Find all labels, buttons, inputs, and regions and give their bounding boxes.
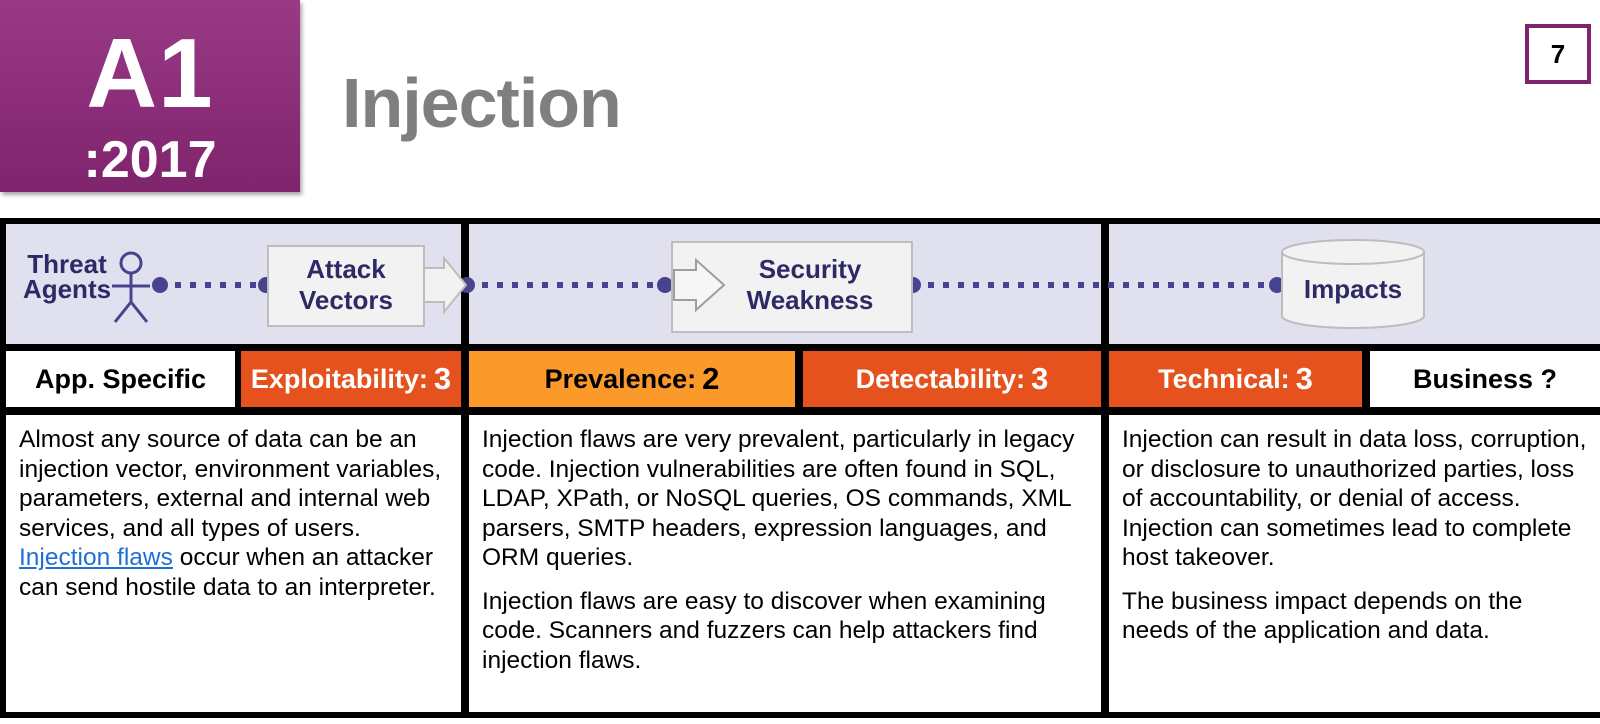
app-specific-label: App. Specific	[34, 363, 207, 394]
technical-cell: Technical:3	[1109, 351, 1362, 407]
prevalence-cell: Prevalence:2	[469, 351, 795, 407]
flow-diagram	[112, 239, 1425, 333]
security-weakness-label: Security Weakness	[728, 254, 892, 316]
app-specific-cell: App. Specific	[6, 351, 235, 407]
prevalence-label: Prevalence:	[544, 363, 697, 394]
threat-agents-line-2: Agents	[22, 274, 112, 304]
desc-col3-para-2: The business impact depends on the needs…	[1122, 587, 1523, 645]
injection-flaws-link[interactable]: Injection flaws	[19, 544, 173, 571]
impacts-cylinder-icon	[1281, 239, 1425, 329]
threat-agents-line-1: Threat	[27, 249, 107, 279]
desc-col2-para-1: Injection flaws are very prevalent, part…	[482, 426, 1075, 571]
attack-vectors-shape	[267, 245, 468, 327]
exploitability-cell: Exploitability:3	[241, 351, 461, 407]
description-threats: Almost any source of data can be an inje…	[6, 415, 461, 712]
desc-col1-text-b: occur when an attacker can send hostile …	[19, 544, 436, 601]
security-weakness-line-1: Security	[758, 254, 862, 284]
threat-agent-figure-icon	[112, 251, 150, 323]
attack-vectors-line-1: Attack	[306, 254, 386, 284]
desc-col1-text-a: Almost any source of data can be an inje…	[19, 426, 442, 542]
desc-col3-para-1: Injection can result in data loss, corru…	[1122, 426, 1587, 571]
impacts-label: Impacts	[1303, 274, 1403, 304]
technical-label: Technical:	[1158, 363, 1290, 394]
detectability-cell: Detectability:3	[803, 351, 1101, 407]
technical-value: 3	[1295, 361, 1313, 396]
badge-code: A1	[86, 18, 214, 128]
attack-vectors-label: Attack Vectors	[278, 254, 414, 316]
business-cell: Business ?	[1370, 351, 1600, 407]
attack-vectors-line-2: Vectors	[299, 285, 393, 315]
description-impacts: Injection can result in data loss, corru…	[1109, 415, 1600, 712]
threat-agents-label: Threat Agents	[12, 249, 122, 304]
business-label: Business ?	[1412, 363, 1558, 394]
exploitability-value: 3	[433, 361, 452, 396]
security-weakness-shape	[671, 241, 913, 333]
page-title: Injection	[342, 64, 622, 142]
security-weakness-line-2: Weakness	[746, 285, 874, 315]
description-weakness: Injection flaws are very prevalent, part…	[469, 415, 1101, 712]
exploitability-label: Exploitability:	[250, 363, 428, 394]
prevalence-value: 2	[702, 361, 720, 396]
detectability-value: 3	[1031, 361, 1049, 396]
desc-col2-para-2: Injection flaws are easy to discover whe…	[482, 587, 1046, 674]
page-number: 7	[1525, 24, 1591, 84]
category-badge: A1 :2017	[0, 0, 300, 192]
detectability-label: Detectability:	[855, 363, 1026, 394]
badge-year: :2017	[83, 131, 217, 189]
risk-table: Threat Agents Attack Vectors Security We…	[0, 218, 1600, 718]
